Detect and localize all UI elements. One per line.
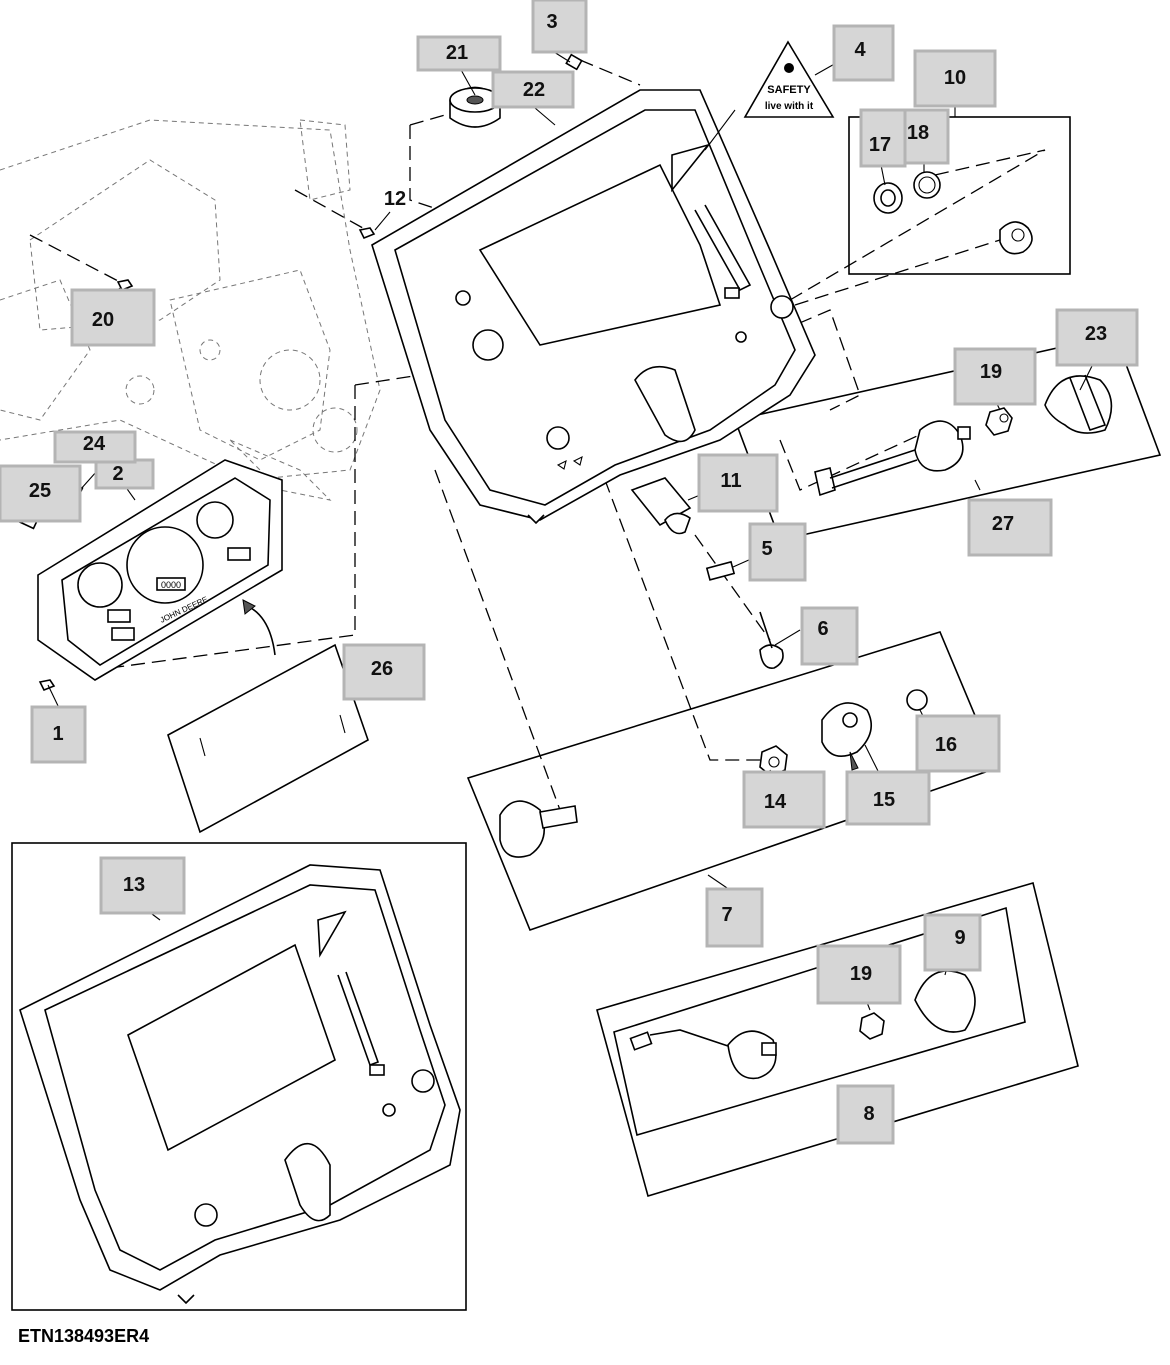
key-switch-parts <box>630 477 784 669</box>
item-8-group <box>596 881 1079 1198</box>
svg-text:22: 22 <box>523 79 545 101</box>
callout-1: 1 <box>30 705 87 764</box>
svg-text:11: 11 <box>720 470 741 492</box>
svg-text:18: 18 <box>907 122 929 144</box>
callouts: 1 2 3 4 5 6 7 8 9 10 11 12 13 14 15 16 1… <box>0 0 1139 1145</box>
svg-text:21: 21 <box>446 42 468 64</box>
svg-text:9: 9 <box>954 927 965 949</box>
safety-decal-line2: live with it <box>765 101 814 112</box>
svg-text:13: 13 <box>123 874 145 896</box>
callout-10: 10 <box>913 49 997 108</box>
callout-6: 6 <box>800 606 859 666</box>
callout-21: 21 <box>416 35 502 72</box>
svg-text:19: 19 <box>980 361 1002 383</box>
svg-text:20: 20 <box>92 309 114 331</box>
callout-26: 26 <box>342 643 426 701</box>
svg-text:23: 23 <box>1085 323 1107 345</box>
callout-3: 3 <box>531 0 588 54</box>
callout-13: 13 <box>99 856 186 915</box>
callout-25: 25 <box>0 464 82 523</box>
callout-20: 20 <box>70 288 156 347</box>
instrument-cluster: 0000 JOHN DEERE <box>37 459 283 681</box>
svg-text:4: 4 <box>854 39 866 61</box>
dash-housing <box>371 89 816 525</box>
svg-text:2: 2 <box>112 463 123 485</box>
callout-23: 23 <box>1055 308 1139 367</box>
svg-text:6: 6 <box>817 618 828 640</box>
callout-9: 9 <box>923 913 982 972</box>
svg-text:25: 25 <box>29 480 51 502</box>
lens-26 <box>167 599 369 834</box>
callout-22: 22 <box>491 70 575 109</box>
callout-16: 16 <box>915 714 1001 773</box>
callout-24: 24 <box>53 430 137 464</box>
inset-housing-13 <box>11 842 467 1311</box>
svg-text:16: 16 <box>935 734 957 756</box>
item-27-group <box>733 334 1162 541</box>
svg-text:17: 17 <box>869 134 891 156</box>
svg-text:3: 3 <box>546 11 557 33</box>
safety-decal: SAFETY live with it <box>704 40 835 151</box>
frame-background <box>0 119 381 501</box>
svg-text:19: 19 <box>850 963 872 985</box>
callout-14: 14 <box>742 770 826 829</box>
svg-text:12: 12 <box>384 188 406 210</box>
callout-11: 11 <box>697 453 779 513</box>
svg-text:14: 14 <box>764 791 787 813</box>
figure-id: ETN138493ER4 <box>18 1326 150 1346</box>
callout-19b: 19 <box>816 944 902 1005</box>
callout-17: 17 <box>859 108 907 168</box>
svg-text:26: 26 <box>371 658 393 680</box>
svg-text:8: 8 <box>863 1103 874 1125</box>
svg-text:24: 24 <box>83 433 106 455</box>
callout-8: 8 <box>836 1084 895 1145</box>
callout-7: 7 <box>705 887 764 948</box>
odometer-reading: 0000 <box>161 580 181 590</box>
svg-text:7: 7 <box>721 904 732 926</box>
callout-18: 18 <box>903 108 950 165</box>
callout-4: 4 <box>832 24 895 82</box>
safety-decal-line1: SAFETY <box>767 84 811 96</box>
svg-text:10: 10 <box>944 67 966 89</box>
callout-2: 2 <box>94 458 155 490</box>
callout-15: 15 <box>845 770 931 826</box>
assembly-lines <box>29 59 1046 811</box>
callout-5: 5 <box>748 522 807 582</box>
svg-text:1: 1 <box>52 723 63 745</box>
callout-12: 12 <box>384 188 406 210</box>
svg-text:5: 5 <box>761 538 772 560</box>
small-hardware <box>16 53 583 692</box>
svg-text:15: 15 <box>873 789 895 811</box>
callout-27: 27 <box>967 498 1053 557</box>
callout-19a: 19 <box>953 347 1037 406</box>
item-10-group <box>848 107 1071 275</box>
svg-text:27: 27 <box>992 513 1014 535</box>
